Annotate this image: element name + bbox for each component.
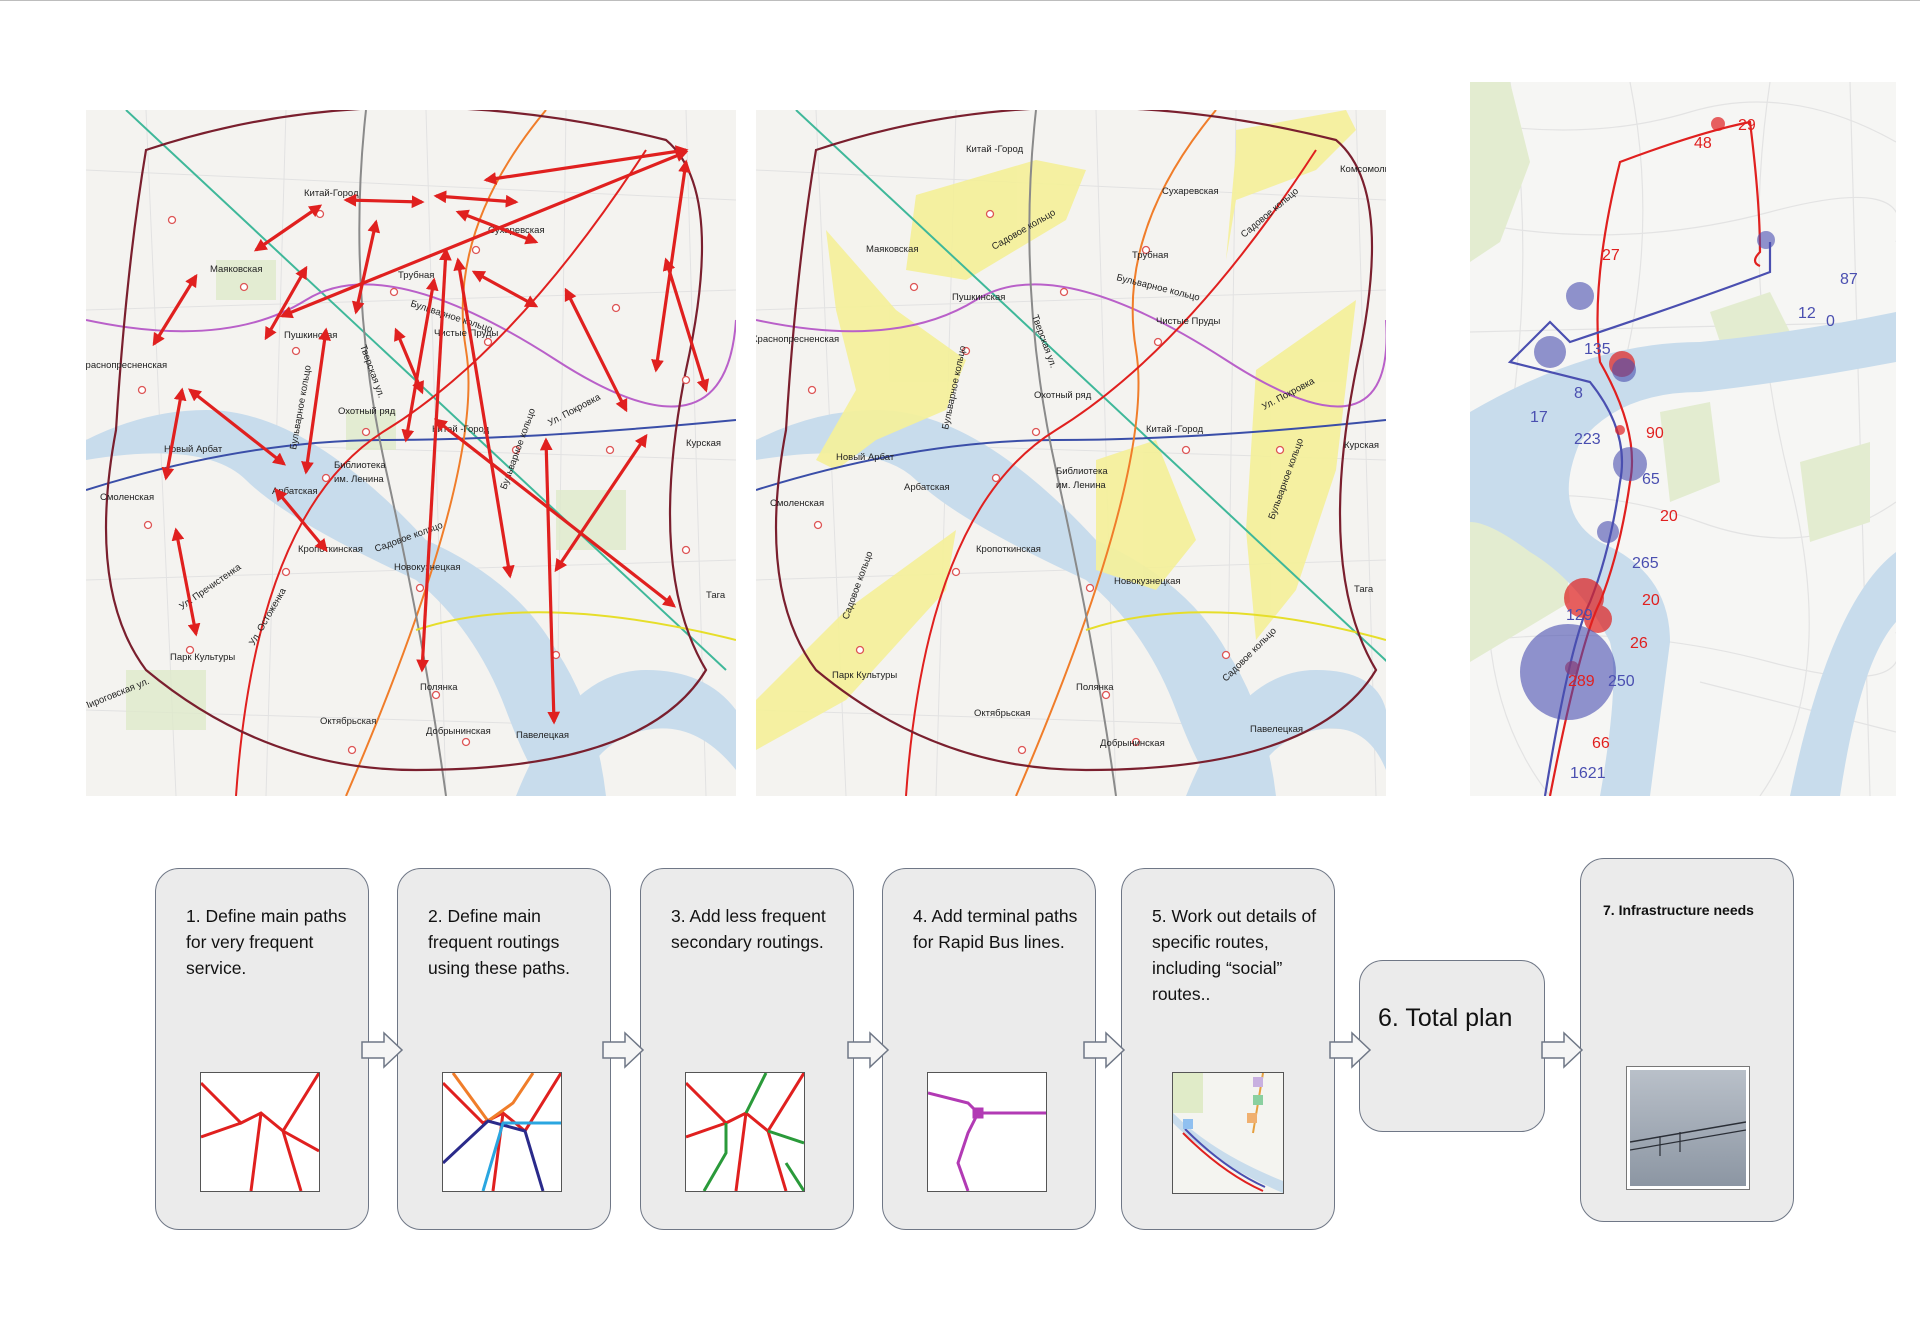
map-highlighted-zones: Китай -Город Комсомоль Сухаревская Садов… <box>756 110 1386 796</box>
station-label: Пушкинская <box>952 292 1005 303</box>
station-label: Чистые Пруды <box>434 328 498 339</box>
route-label-blue: 129 <box>1566 607 1593 624</box>
step-6-label: 6. Total plan <box>1378 1004 1513 1032</box>
route-label-red: 29 <box>1738 117 1756 134</box>
station-label: им. Ленина <box>1056 480 1106 491</box>
station-label: Сухаревская <box>1162 186 1219 197</box>
route-label-blue: 0 <box>1826 313 1835 330</box>
step-2-thumbnail <box>442 1072 562 1192</box>
station-label: Охотный ряд <box>338 406 396 417</box>
step-7-label: 7. Infrastructure needs <box>1603 902 1754 918</box>
station-label: Китай-Город <box>304 188 359 199</box>
map-main-paths: Китай-Город Сухаревская Маяковская Трубн… <box>86 110 736 796</box>
route-label-red: 26 <box>1630 635 1648 652</box>
top-border-line <box>0 0 1920 1</box>
route-label-blue: 17 <box>1530 409 1548 426</box>
station-label: Тага <box>1354 584 1374 595</box>
station-label: Маяковская <box>210 264 262 275</box>
step-7-thumbnail <box>1626 1066 1750 1190</box>
station-label: Китай -Город <box>966 144 1024 155</box>
station-label: Арбатская <box>904 482 950 493</box>
route-label-red: 27 <box>1602 247 1620 264</box>
flow-arrow-1 <box>361 1031 404 1069</box>
step-box-2: 2. Define main frequent routings using t… <box>397 868 611 1230</box>
flow-arrow-2 <box>602 1031 645 1069</box>
station-label: Курская <box>686 438 721 449</box>
station-label: Полянка <box>420 682 458 693</box>
station-label: Библиотека <box>334 460 386 471</box>
station-label: Парк Культуры <box>170 652 235 663</box>
route-label-blue: 8 <box>1574 385 1583 402</box>
route-label-red: 90 <box>1646 425 1664 442</box>
flow-arrow-4 <box>1083 1031 1126 1069</box>
station-label: Курская <box>1344 440 1379 451</box>
station-label: Чистые Пруды <box>1156 316 1220 327</box>
route-label-red: 66 <box>1592 735 1610 752</box>
route-label-blue: 135 <box>1584 341 1611 358</box>
step-box-3: 3. Add less frequent secondary routings. <box>640 868 854 1230</box>
step-2-label: 2. Define main frequent routings using t… <box>428 906 571 978</box>
station-label: Маяковская <box>866 244 918 255</box>
step-1-thumbnail <box>200 1072 320 1192</box>
station-label: Краснопресненская <box>756 334 839 345</box>
step-5-thumbnail <box>1172 1072 1284 1194</box>
route-label-blue: 223 <box>1574 431 1601 448</box>
route-label-red: 48 <box>1694 135 1712 152</box>
route-label-blue: 1621 <box>1570 765 1606 782</box>
route-label-blue: 265 <box>1632 555 1659 572</box>
step-1-label: 1. Define main paths for very frequent s… <box>186 906 347 978</box>
station-label: Павелецкая <box>516 730 569 741</box>
station-label: Добрынинская <box>426 726 491 737</box>
step-5-label: 5. Work out details of specific routes, … <box>1152 906 1317 1004</box>
station-label: им. Ленина <box>334 474 384 485</box>
route-label-blue: 250 <box>1608 673 1635 690</box>
map-route-detail: 29 48 27 90 20 20 26 289 66 87 12 0 135 … <box>1470 82 1896 796</box>
route-label-blue: 65 <box>1642 471 1660 488</box>
step-3-label: 3. Add less frequent secondary routings. <box>671 906 826 952</box>
flow-arrow-3 <box>847 1031 890 1069</box>
flow-arrow-5 <box>1329 1031 1372 1069</box>
step-box-7: 7. Infrastructure needs <box>1580 858 1794 1222</box>
station-label: Тага <box>706 590 726 601</box>
station-label: Библиотека <box>1056 466 1108 477</box>
step-box-6: 6. Total plan <box>1359 960 1545 1132</box>
station-label: Новокузнецкая <box>1114 576 1181 587</box>
station-label: Кропоткинская <box>976 544 1041 555</box>
station-label: Смоленская <box>100 492 154 503</box>
station-label: Трубная <box>1132 250 1168 261</box>
station-label: Смоленская <box>770 498 824 509</box>
step-box-4: 4. Add terminal paths for Rapid Bus line… <box>882 868 1096 1230</box>
station-label: Октябрьская <box>974 708 1030 719</box>
step-box-1: 1. Define main paths for very frequent s… <box>155 868 369 1230</box>
step-4-label: 4. Add terminal paths for Rapid Bus line… <box>913 906 1078 952</box>
route-label-red: 289 <box>1568 673 1595 690</box>
station-label: Охотный ряд <box>1034 390 1092 401</box>
station-label: Кропоткинская <box>298 544 363 555</box>
station-label: Трубная <box>398 270 434 281</box>
station-label: Парк Культуры <box>832 670 897 681</box>
station-label: Полянка <box>1076 682 1114 693</box>
flow-arrow-6 <box>1541 1031 1584 1069</box>
station-label: Новый Арбат <box>836 452 895 463</box>
station-label: Комсомоль <box>1340 164 1386 175</box>
station-label: Добрынинская <box>1100 738 1165 749</box>
route-label-red: 20 <box>1660 508 1678 525</box>
station-label: Октябрьская <box>320 716 376 727</box>
step-box-5: 5. Work out details of specific routes, … <box>1121 868 1335 1230</box>
route-label-blue: 12 <box>1798 305 1816 322</box>
station-label: Пушкинская <box>284 330 337 341</box>
station-label: Китай -Город <box>1146 424 1204 435</box>
route-label-blue: 87 <box>1840 271 1858 288</box>
step-3-thumbnail <box>685 1072 805 1192</box>
route-label-red: 20 <box>1642 592 1660 609</box>
station-label: Краснопресненская <box>86 360 167 371</box>
step-4-thumbnail <box>927 1072 1047 1192</box>
station-label: Павелецкая <box>1250 724 1303 735</box>
